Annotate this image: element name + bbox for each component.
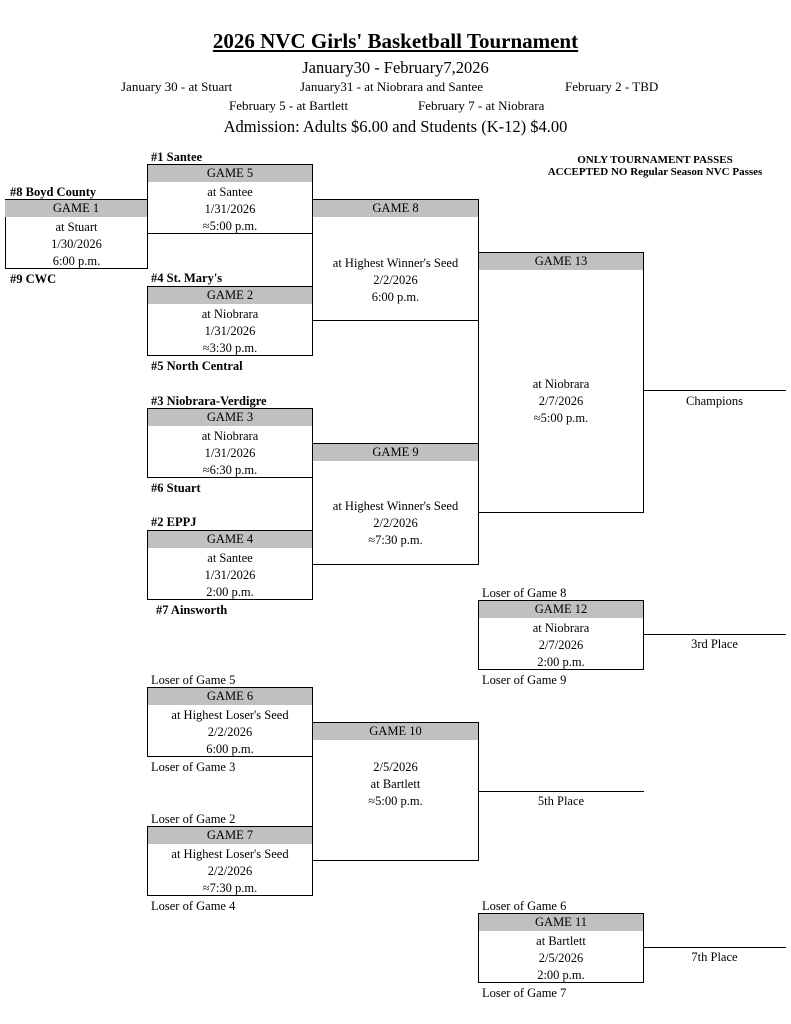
game2-site: at Niobrara: [201, 307, 259, 321]
site-feb5: February 5 - at Bartlett: [229, 98, 349, 113]
loser-game8-label: Loser of Game 8: [482, 586, 567, 600]
game3-time: ≈6:30 p.m.: [202, 463, 258, 477]
seventh-place-line: [643, 947, 786, 948]
game4-label: GAME 4: [148, 531, 312, 548]
loser-game6-label: Loser of Game 6: [482, 899, 567, 913]
game2-box: [147, 286, 313, 356]
game2-time: ≈3:30 p.m.: [202, 341, 258, 355]
game7-date: 2/2/2026: [207, 864, 253, 878]
game11-site: at Bartlett: [536, 934, 586, 948]
game9-label: GAME 9: [313, 444, 478, 461]
notice-line1: ONLY TOURNAMENT PASSES: [577, 154, 733, 166]
game11-box: [478, 913, 644, 983]
game1-date: 1/30/2026: [51, 237, 102, 251]
game8-label: GAME 8: [313, 200, 478, 217]
game12-time: 2:00 p.m.: [537, 655, 585, 669]
champions-label: Champions: [686, 394, 743, 408]
loser-game5-label: Loser of Game 5: [151, 673, 236, 687]
game10-time: ≈5:00 p.m.: [368, 794, 423, 808]
game5-label: GAME 5: [148, 165, 312, 182]
team-st-marys: #4 St. Mary's: [151, 271, 223, 285]
team-santee: #1 Santee: [151, 150, 203, 164]
game3-date: 1/31/2026: [204, 446, 256, 460]
site-jan30: January 30 - at Stuart: [121, 79, 233, 94]
game4-time: 2:00 p.m.: [206, 585, 254, 599]
team-stuart: #6 Stuart: [151, 481, 201, 495]
site-feb7: February 7 - at Niobrara: [418, 98, 545, 113]
loser-game4-label: Loser of Game 4: [151, 899, 236, 913]
game13-site: at Niobrara: [532, 377, 590, 391]
game5-date: 1/31/2026: [204, 202, 256, 216]
game3-site: at Niobrara: [201, 429, 259, 443]
game9-time: ≈7:30 p.m.: [368, 533, 423, 547]
team-cwc: #9 CWC: [10, 272, 57, 286]
admission: Admission: Adults $6.00 and Students (K-…: [223, 117, 568, 136]
game4-box: [147, 530, 313, 600]
game11-date: 2/5/2026: [538, 951, 584, 965]
game13-date: 2/7/2026: [538, 394, 584, 408]
game6-site: at Highest Loser's Seed: [171, 708, 289, 722]
game13-box: [478, 252, 644, 513]
team-niobrara-verdigre: #3 Niobrara-Verdigre: [151, 394, 267, 408]
game3-label: GAME 3: [148, 409, 312, 426]
game9-site: at Highest Winner's Seed: [332, 499, 459, 513]
game4-date: 1/31/2026: [204, 568, 256, 582]
game9-date: 2/2/2026: [373, 516, 418, 530]
game13-time: ≈5:00 p.m.: [533, 411, 589, 425]
game11-time: 2:00 p.m.: [537, 968, 585, 982]
game10-date: 2/5/2026: [373, 760, 418, 774]
loser-game2-label: Loser of Game 2: [151, 812, 236, 826]
game2-date: 1/31/2026: [204, 324, 256, 338]
game8-date: 2/2/2026: [373, 273, 418, 287]
game6-date: 2/2/2026: [207, 725, 253, 739]
team-north-central: #5 North Central: [151, 359, 243, 373]
team-eppj: #2 EPPJ: [151, 515, 197, 529]
game10-label: GAME 10: [313, 723, 478, 740]
loser-game3-label: Loser of Game 3: [151, 760, 236, 774]
game12-date: 2/7/2026: [538, 638, 584, 652]
notice-line2: ACCEPTED NO Regular Season NVC Passes: [547, 166, 763, 178]
game1-label: GAME 1: [5, 200, 147, 217]
game12-box: [478, 600, 644, 670]
game2-label: GAME 2: [148, 287, 312, 304]
game5-site: at Santee: [207, 185, 253, 199]
game6-label: GAME 6: [148, 688, 312, 705]
game7-time: ≈7:30 p.m.: [202, 881, 258, 895]
team-boyd-county: #8 Boyd County: [10, 185, 97, 199]
page-title: 2026 NVC Girls' Basketball Tournament: [212, 29, 579, 53]
site-feb2: February 2 - TBD: [565, 79, 659, 94]
fifth-place-label: 5th Place: [537, 794, 585, 808]
game12-label: GAME 12: [479, 601, 643, 618]
game8-time: 6:00 p.m.: [371, 290, 420, 304]
game13-label: GAME 13: [479, 253, 643, 270]
fifth-place-line: [478, 791, 644, 792]
game10-box: [312, 722, 479, 861]
game12-site: at Niobrara: [532, 621, 590, 635]
loser-game7-label: Loser of Game 7: [482, 986, 567, 1000]
third-place-line: [643, 634, 786, 635]
third-place-label: 3rd Place: [691, 637, 738, 651]
game7-site: at Highest Loser's Seed: [171, 847, 289, 861]
game10-site: at Bartlett: [370, 777, 421, 791]
date-range: January30 - February7,2026: [302, 58, 489, 77]
game1-site: at Stuart: [55, 220, 98, 234]
loser-game9-label: Loser of Game 9: [482, 673, 567, 687]
game1-time: 6:00 p.m.: [52, 254, 101, 268]
team-ainsworth: #7 Ainsworth: [156, 603, 228, 617]
game8-site: at Highest Winner's Seed: [332, 256, 459, 270]
game5-time: ≈5:00 p.m.: [202, 219, 258, 233]
champions-line: [643, 390, 786, 391]
game4-site: at Santee: [207, 551, 253, 565]
game7-box: [147, 826, 313, 896]
game11-label: GAME 11: [479, 914, 643, 931]
seventh-place-label: 7th Place: [691, 950, 738, 964]
game7-label: GAME 7: [148, 827, 312, 844]
game6-time: 6:00 p.m.: [206, 742, 254, 756]
game1-box: [5, 199, 148, 269]
site-jan31: January31 - at Niobrara and Santee: [300, 79, 484, 94]
